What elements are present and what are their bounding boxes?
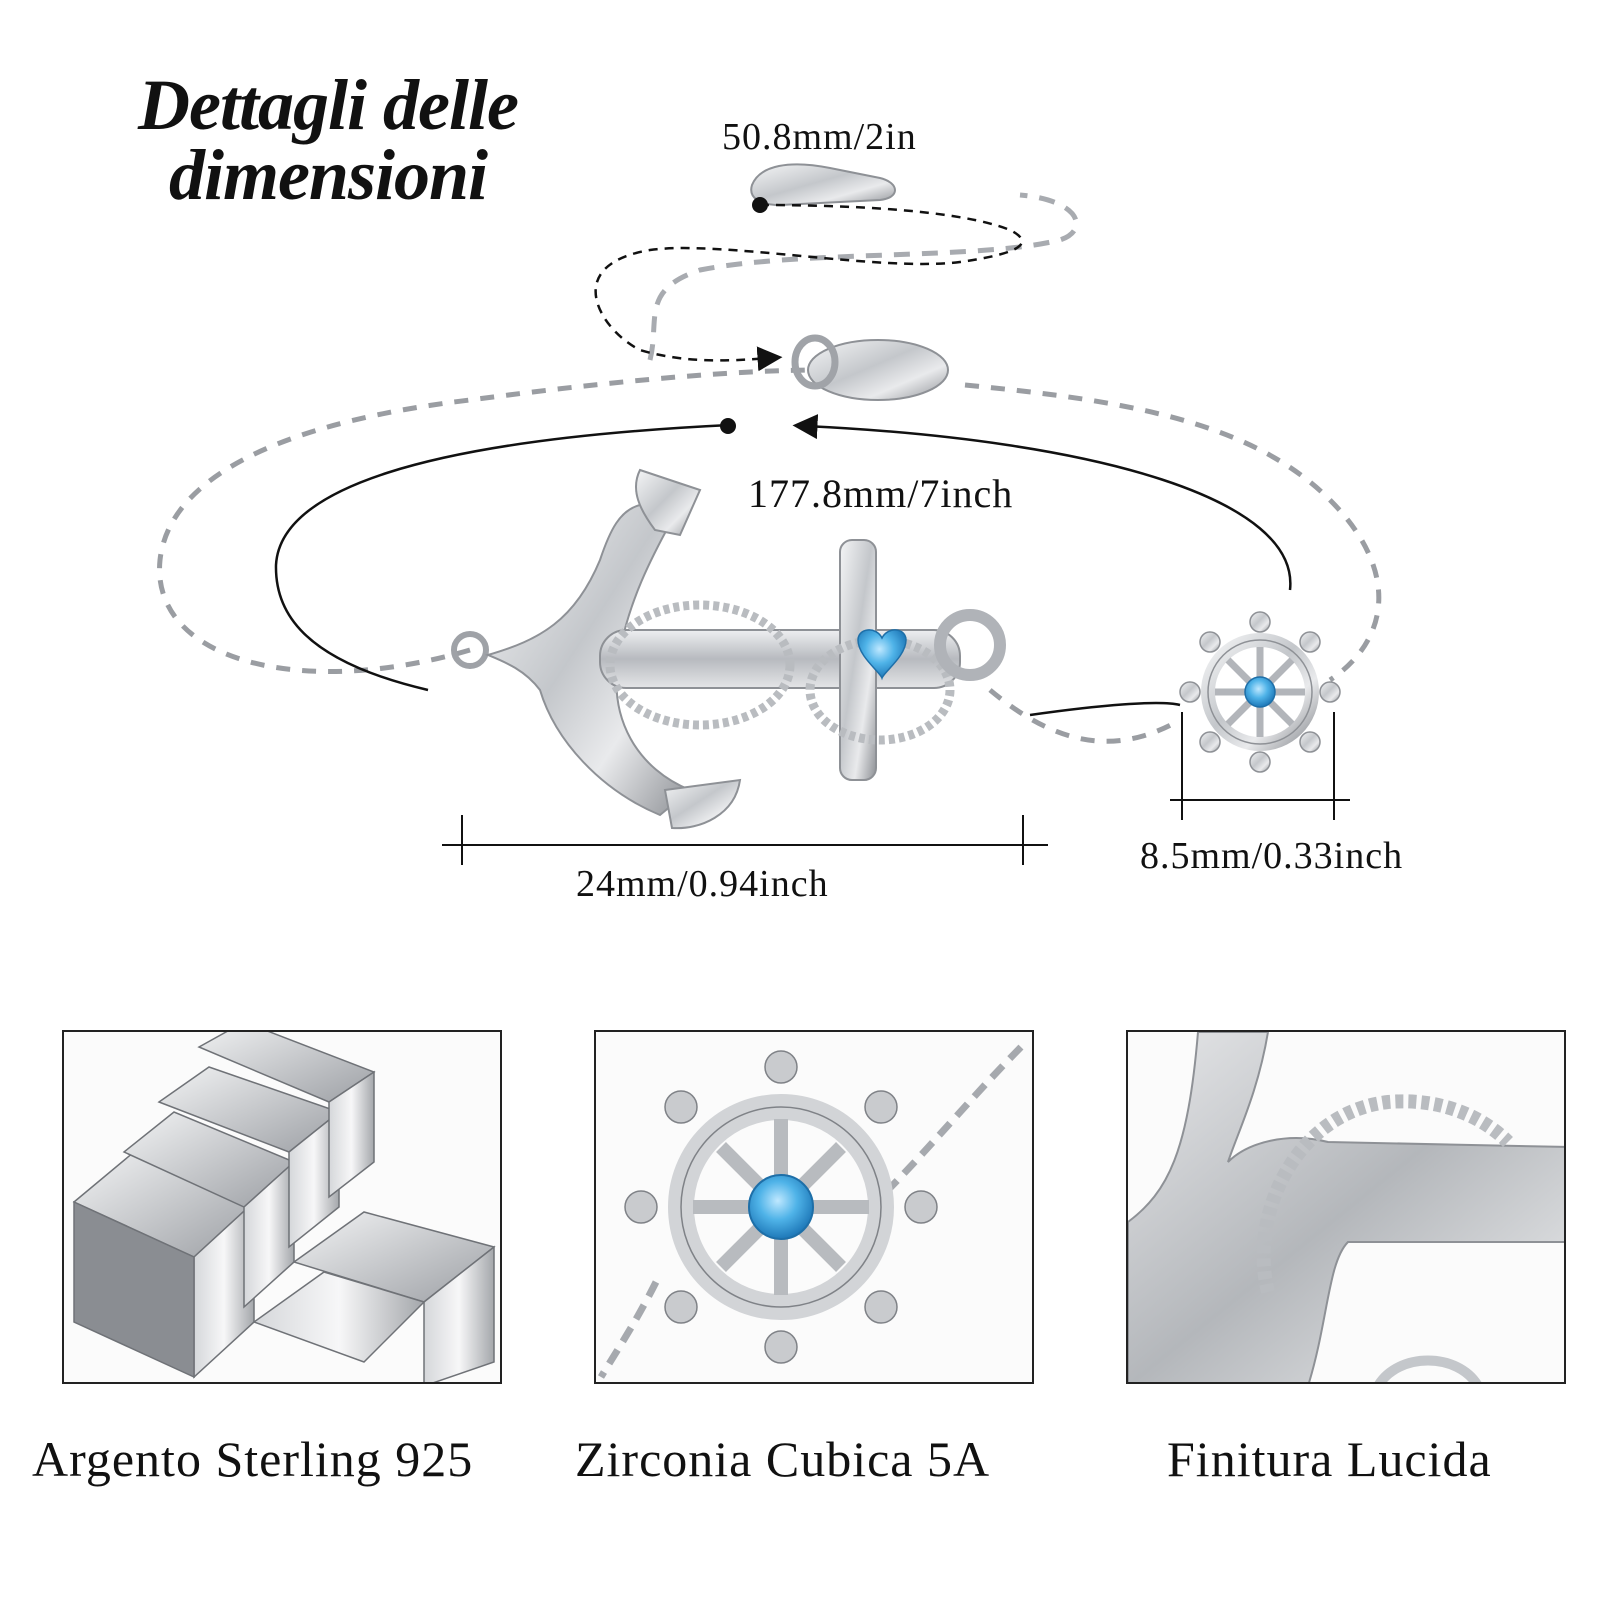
panel-polish-closeup	[1126, 1030, 1566, 1384]
anchor-width-measure	[442, 815, 1048, 865]
extender-tag	[750, 163, 896, 207]
extender-length-label: 50.8mm/2in	[722, 116, 917, 158]
chain	[157, 192, 1382, 744]
heart-gem	[857, 629, 907, 681]
lobster-clasp	[791, 334, 949, 401]
helm-wheel-charm	[1179, 611, 1341, 773]
wheel-width-measure	[1170, 712, 1350, 820]
length-start-dot	[720, 418, 736, 434]
polish-closeup-image	[1128, 1032, 1564, 1382]
caption-material: Argento Sterling 925	[32, 1431, 474, 1487]
title-line-1: Dettagli delle	[138, 65, 519, 145]
length-arc-right	[792, 414, 1292, 591]
wheel-width-label: 8.5mm/0.33inch	[1140, 835, 1404, 877]
anchor-width-label: 24mm/0.94inch	[576, 863, 829, 905]
length-arc-left	[274, 423, 731, 692]
panel-wheel-closeup	[594, 1030, 1034, 1384]
extender-dashed-guide	[594, 203, 1024, 372]
caption-stone: Zirconia Cubica 5A	[575, 1431, 991, 1487]
caption-finish: Finitura Lucida	[1167, 1431, 1492, 1487]
silver-bars-image	[72, 1032, 496, 1382]
anchor-charm	[451, 468, 1006, 830]
panel-silver-bars	[62, 1030, 502, 1384]
extender-start-dot	[752, 197, 768, 213]
page-title: Dettagli delle dimensioni	[98, 65, 558, 215]
wheel-closeup-image	[597, 1039, 1029, 1379]
title-line-2: dimensioni	[168, 135, 488, 215]
bracelet-illustration	[157, 163, 1382, 865]
chain-length-label: 177.8mm/7inch	[748, 471, 1014, 516]
